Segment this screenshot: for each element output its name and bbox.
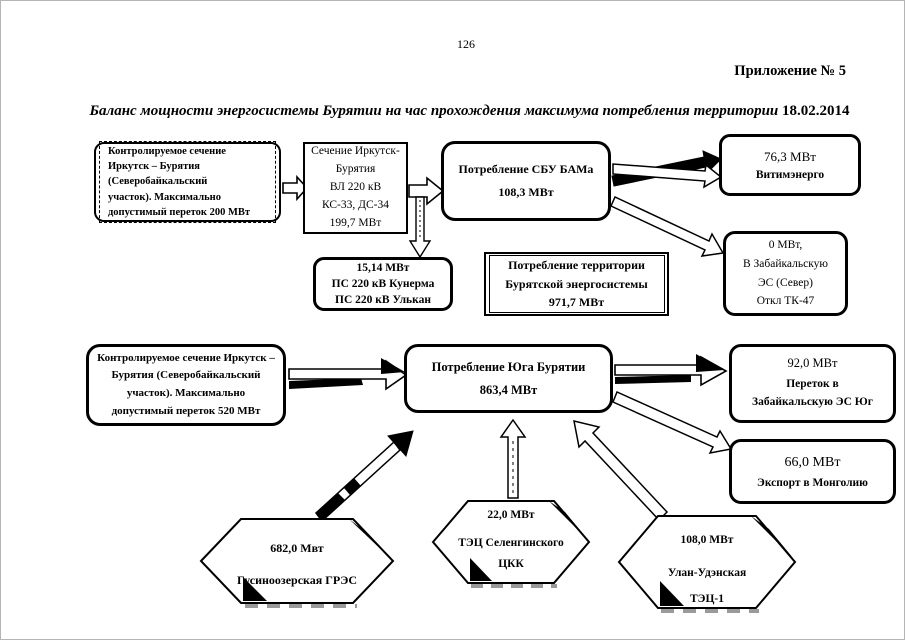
node-south-buryatia: Потребление Юга Бурятии 863,4 МВт: [404, 344, 613, 413]
node-vitimenergo-value: 76,3 МВт: [764, 149, 816, 164]
arrow-bam-to-vitim-white-icon: [612, 163, 723, 189]
node-selenginsky-value: 22,0 МВт: [487, 509, 535, 521]
node-gres-label: Гусиноозерская ГРЭС: [236, 573, 358, 587]
hexagon-gres-fold-bl-icon: [243, 577, 267, 601]
hexagon-ulanude-fold-tr-icon: [751, 516, 793, 558]
node-gres-value: 682,0 Мвт: [270, 541, 324, 555]
hexagon-selenginsky-fold-bl-icon: [470, 558, 492, 581]
arrow-selenginsky-to-south-icon: [499, 418, 527, 499]
node-zabaikal-south-value: 92,0 МВт: [787, 355, 838, 370]
hexagon-ulanude-shape-icon: [617, 515, 797, 613]
node-south-buryatia-value: 863,4 МВт: [479, 382, 538, 397]
node-vitimenergo: 76,3 МВт Витимэнерго: [719, 134, 861, 196]
node-mongolia-export-label: Экспорт в Монголию: [757, 476, 868, 489]
arrow-section520-shadow-icon: [289, 378, 363, 389]
arrow-south-to-zabaikal-south-icon: [614, 355, 728, 387]
arrow-section-to-kunerma-icon: [408, 196, 432, 259]
arrow-south-head-black-icon: [696, 354, 724, 372]
diagram-title-date: 18.02.2014: [782, 103, 850, 119]
hexagon-ulanude-fold-bl-icon: [660, 581, 684, 606]
diagram-title: Баланс мощности энергосистемы Бурятии на…: [51, 103, 888, 120]
arrow-section520-to-south-icon: [288, 359, 408, 391]
arrow-section-to-bam-icon: [408, 176, 445, 206]
appendix-label: Приложение № 5: [734, 63, 846, 79]
diagram-title-text: Баланс мощности энергосистемы Бурятии на…: [89, 103, 779, 119]
arrow-south-to-mongolia-icon: [612, 390, 733, 455]
node-mongolia-export-value: 66,0 МВт: [784, 454, 841, 470]
node-ulanude-value: 108,0 МВт: [680, 534, 734, 546]
hexagon-selenginsky-fold-tr-icon: [549, 501, 587, 539]
hexagon-gres-fold-tr-icon: [349, 519, 391, 559]
node-mongolia-export: 66,0 МВт Экспорт в Монголию: [729, 439, 896, 504]
node-vitimenergo-label: Витимэнерго: [755, 169, 825, 181]
node-control-section-520: Контролируемое сечение Иркутск –Бурятия …: [86, 344, 286, 426]
hexagon-selenginsky-shape-icon: [431, 500, 591, 588]
node-gusinoozerskaya-gres: 682,0 Мвт Гусиноозерская ГРЭС: [199, 517, 395, 609]
arrow-bam-to-vitim-black-icon: [611, 150, 722, 187]
page-number: 126: [457, 37, 475, 51]
node-control-section-520-text: Контролируемое сечение Иркутск –Бурятия …: [97, 351, 275, 417]
arrow-gres-head-icon: [387, 430, 414, 458]
arrow-gres-stripe2-icon: [344, 478, 361, 495]
arrow-section520-head-black-icon: [381, 358, 405, 374]
arrow-bam-to-zabaikal-north-icon: [610, 195, 725, 257]
arrow-gres-shaft-icon: [314, 440, 402, 523]
hexagon-gres-shape-icon: [199, 518, 395, 608]
node-south-buryatia-title: Потребление Юга Бурятии: [431, 359, 586, 374]
hexagon-gres-outline-icon: [199, 518, 395, 604]
arrow-south-shadow-icon: [615, 375, 691, 384]
spacer: [407, 375, 610, 383]
